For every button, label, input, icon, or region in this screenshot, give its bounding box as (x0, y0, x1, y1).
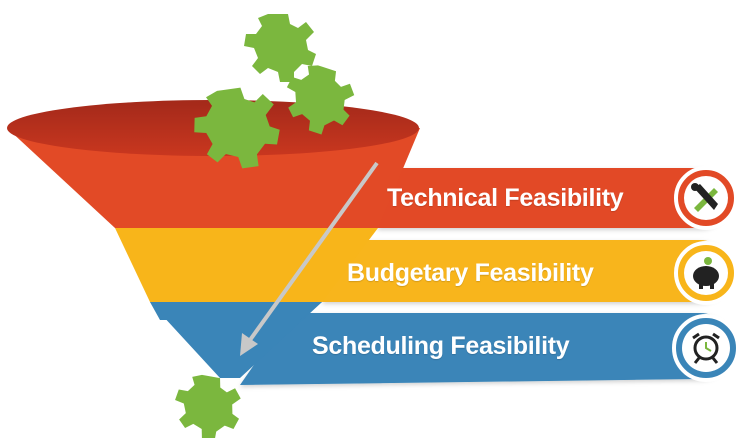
flow-arrow (240, 161, 379, 356)
stage-label-scheduling: Scheduling Feasibility (312, 332, 570, 360)
band-scheduling (240, 313, 733, 385)
gear-icon (244, 14, 316, 82)
tools-icon (674, 166, 738, 230)
band-technical (378, 168, 730, 228)
alarm-clock-icon (672, 314, 740, 382)
stage-label-technical: Technical Feasibility (387, 184, 624, 212)
gear-icon (169, 371, 246, 443)
stage-label-budgetary: Budgetary Feasibility (347, 259, 594, 287)
piggy-bank-icon (674, 241, 738, 305)
band-budgetary (322, 240, 731, 302)
